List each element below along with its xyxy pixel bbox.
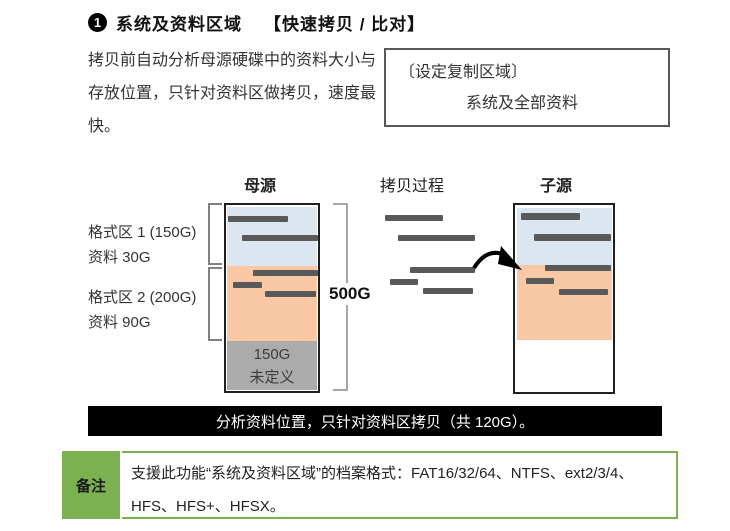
partition1-data: 资料 30G (88, 249, 151, 266)
data-block-bar (410, 267, 475, 273)
data-block-bar (233, 282, 262, 288)
data-block-bar (526, 278, 554, 284)
data-block-bar (521, 213, 580, 220)
data-block-bar (559, 289, 608, 295)
data-block-bar (398, 235, 475, 241)
total-capacity-label: 500G (326, 283, 374, 305)
note-label: 备注 (75, 477, 106, 495)
curved-arrow-icon (472, 246, 522, 270)
section-title: 系统及资料区域 (116, 15, 242, 34)
copy-area-setting-box: 〔设定复制区域〕 系统及全部资料 (384, 48, 670, 127)
partition1-label: 格式区 1 (150G) 资料 30G (88, 220, 196, 270)
source-disk: 150G 未定义 (224, 203, 320, 393)
partition2-bracket (208, 267, 222, 341)
analysis-caption-bar: 分析资料位置，只针对资料区拷贝（共 120G）。 (88, 406, 662, 436)
partition2-label: 格式区 2 (200G) 资料 90G (88, 285, 196, 335)
analysis-caption-text: 分析资料位置，只针对资料区拷贝（共 120G）。 (215, 413, 535, 431)
target-data-area (517, 265, 612, 340)
data-block-bar (534, 234, 611, 241)
note-label-cell: 备注 (62, 451, 120, 519)
data-block-bar (385, 215, 443, 221)
unallocated-size: 150G (253, 345, 291, 363)
note-text-cell: 支援此功能“系统及资料区域”的档案格式：FAT16/32/64、NTFS、ext… (122, 451, 678, 519)
target-disk (513, 203, 615, 394)
target-disk-title: 子源 (540, 178, 573, 195)
source-data-area (227, 266, 317, 341)
section-mode-label: 【快速拷贝 / 比对】 (264, 15, 426, 34)
source-unallocated-area: 150G 未定义 (227, 341, 317, 390)
source-disk-title: 母源 (244, 178, 277, 195)
data-block-bar (423, 288, 473, 294)
intro-paragraph: 拷贝前自动分析母源硬碟中的资料大小与存放位置，只针对资料区做拷贝，速度最快。 (88, 52, 377, 135)
partition1-name: 格式区 1 (150G) (88, 224, 197, 241)
section-number-badge: 1 (88, 13, 107, 32)
data-block-bar (253, 270, 318, 276)
data-block-bar (228, 216, 288, 222)
data-block-bar (545, 265, 611, 271)
section-header: 1 系统及资料区域 【快速拷贝 / 比对】 (88, 10, 425, 35)
copy-process-title: 拷贝过程 (380, 178, 445, 195)
partition2-name: 格式区 2 (200G) (88, 289, 197, 306)
partition2-data: 资料 90G (88, 314, 151, 331)
note-text: 支援此功能“系统及资料区域”的档案格式：FAT16/32/64、NTFS、ext… (131, 465, 634, 515)
unallocated-label: 未定义 (249, 368, 295, 386)
copy-area-setting-value: 系统及全部资料 (466, 95, 579, 112)
data-block-bar (242, 235, 318, 241)
copy-area-setting-title: 〔设定复制区域〕 (399, 64, 528, 81)
data-block-bar (390, 279, 418, 285)
data-block-bar (265, 291, 316, 297)
partition1-bracket (208, 203, 222, 265)
note-table: 备注 支援此功能“系统及资料区域”的档案格式：FAT16/32/64、NTFS、… (62, 451, 678, 519)
